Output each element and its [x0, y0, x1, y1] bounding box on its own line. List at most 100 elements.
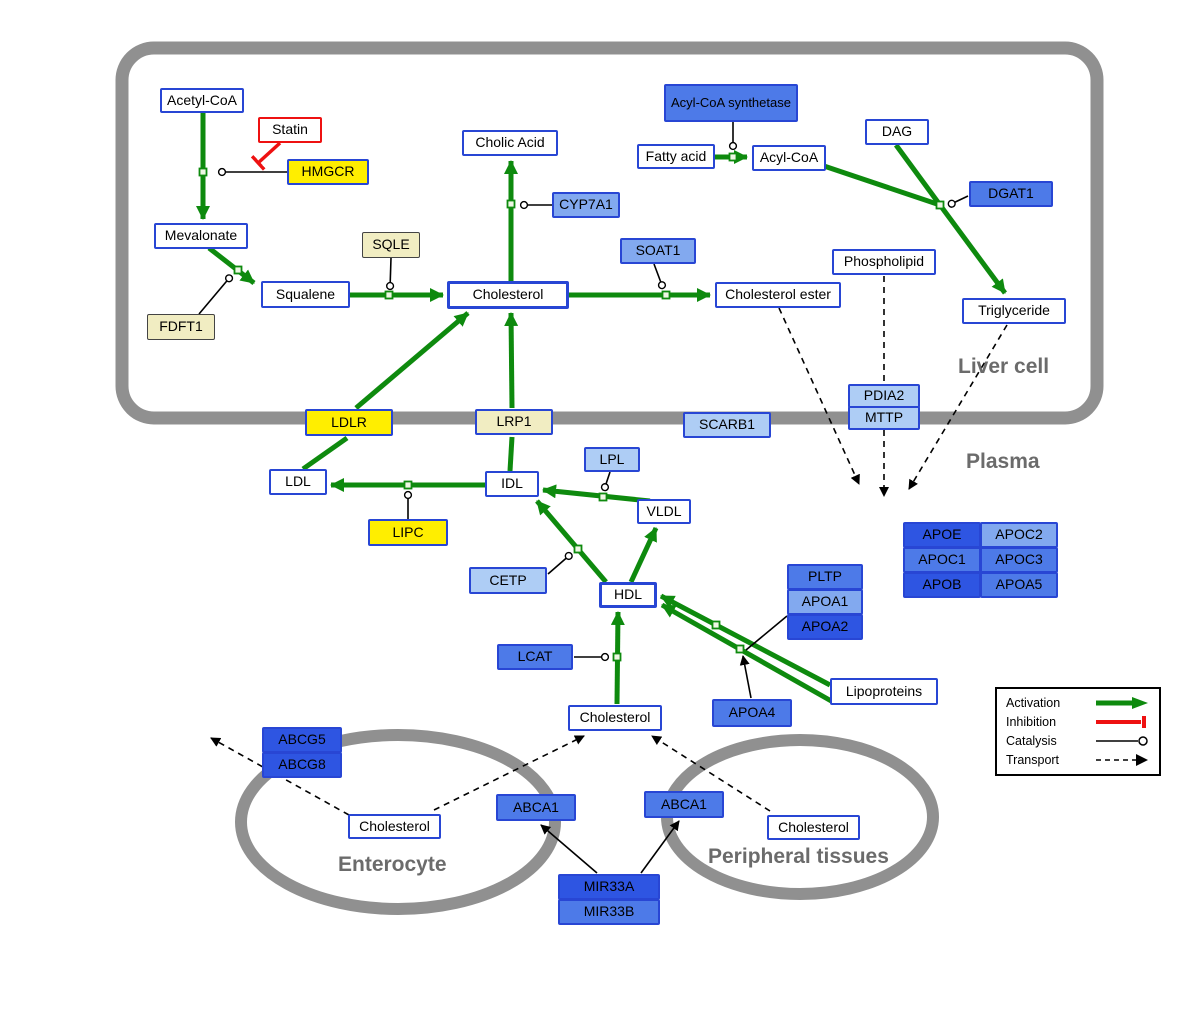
peripheral-tissues-label: Peripheral tissues	[708, 845, 889, 868]
node-dgat1[interactable]: DGAT1	[969, 181, 1053, 207]
reaction-square	[711, 620, 721, 630]
node-statin[interactable]: Statin	[258, 117, 322, 143]
node-lipc[interactable]: LIPC	[368, 519, 448, 546]
node-fdft1[interactable]: FDFT1	[147, 314, 215, 340]
node-apoc1[interactable]: APOC1	[903, 547, 981, 573]
node-abca1-left[interactable]: ABCA1	[496, 794, 576, 821]
edge-lipoproteins-hdl-b	[660, 602, 835, 705]
edge-lrp1-cholesterol	[504, 312, 519, 409]
inhibition-tee-icon	[1096, 716, 1146, 728]
catalysis-edges	[198, 122, 969, 662]
node-sqle[interactable]: SQLE	[362, 232, 420, 258]
node-lpl[interactable]: LPL	[584, 447, 640, 472]
edge-mir33-abca1-right	[640, 820, 680, 874]
reaction-square	[573, 544, 583, 554]
edge-fdft1-catalysis	[198, 274, 234, 315]
node-mir33b[interactable]: MIR33B	[558, 899, 660, 925]
edge-soat1-catalysis	[653, 263, 667, 290]
reaction-square	[198, 167, 208, 177]
node-cholic-acid[interactable]: Cholic Acid	[462, 130, 558, 156]
liver-cell-label: Liver cell	[958, 355, 1050, 378]
node-soat1[interactable]: SOAT1	[620, 238, 696, 264]
edge-hdl-idl	[535, 499, 608, 584]
reaction-square	[661, 290, 671, 300]
reaction-square	[935, 200, 945, 210]
node-mir33a[interactable]: MIR33A	[558, 874, 660, 900]
edge-mevalonate-squalene	[207, 246, 256, 285]
node-pdia2[interactable]: PDIA2	[848, 384, 920, 408]
node-cholesterol-peripheral[interactable]: Cholesterol	[767, 815, 860, 840]
node-hmgcr[interactable]: HMGCR	[287, 159, 369, 185]
legend-panel: Activation Inhibition Catalysis Transpor…	[995, 687, 1161, 776]
node-cyp7a1[interactable]: CYP7A1	[552, 192, 620, 218]
legend-catalysis-label: Catalysis	[1006, 734, 1057, 748]
activation-edges	[196, 113, 1008, 705]
node-apoa2[interactable]: APOA2	[787, 614, 863, 640]
enterocyte-membrane	[235, 729, 561, 915]
node-apoc2[interactable]: APOC2	[980, 522, 1058, 548]
reaction-square	[612, 652, 622, 662]
transport-dashed-arrow-icon	[1096, 754, 1148, 766]
node-cholesterol-plasma[interactable]: Cholesterol	[568, 705, 662, 731]
edge-vldl-idl	[542, 484, 651, 504]
edge-statin-inhibits-hmgcr	[250, 141, 282, 171]
legend-activation-label: Activation	[1006, 696, 1061, 710]
liver-cell-membrane	[115, 41, 1104, 425]
node-cholesterol-ester[interactable]: Cholesterol ester	[715, 282, 841, 308]
node-vldl[interactable]: VLDL	[637, 499, 691, 524]
node-abcg8[interactable]: ABCG8	[262, 752, 342, 778]
node-acyl-coa[interactable]: Acyl-CoA	[752, 145, 826, 171]
node-idl[interactable]: IDL	[485, 471, 539, 497]
node-hdl[interactable]: HDL	[599, 582, 657, 608]
node-lcat[interactable]: LCAT	[497, 644, 573, 670]
node-ldlr[interactable]: LDLR	[305, 409, 393, 436]
edge-hdl-vldl	[628, 526, 659, 584]
node-apoe[interactable]: APOE	[903, 522, 981, 548]
edge-junction-triglyceride	[937, 203, 1008, 295]
node-fatty-acid[interactable]: Fatty acid	[637, 144, 715, 169]
node-apoa5[interactable]: APOA5	[980, 572, 1058, 598]
node-cholesterol-liver[interactable]: Cholesterol	[447, 281, 569, 309]
edge-cetp-catalysis	[547, 551, 573, 575]
node-apoa1[interactable]: APOA1	[787, 589, 863, 615]
node-squalene[interactable]: Squalene	[261, 281, 350, 308]
activation-arrow-icon	[1096, 697, 1148, 709]
catalysis-circle-icon	[1096, 736, 1148, 746]
node-dag[interactable]: DAG	[865, 119, 929, 145]
node-apoc3[interactable]: APOC3	[980, 547, 1058, 573]
legend-inhibition-label: Inhibition	[1006, 715, 1057, 729]
legend-transport-label: Transport	[1006, 753, 1060, 767]
reaction-square	[233, 265, 243, 275]
node-lipoproteins[interactable]: Lipoproteins	[830, 678, 938, 705]
edge-dag-junction	[893, 143, 943, 207]
reaction-square	[598, 492, 608, 502]
edge-lpl-catalysis	[600, 471, 611, 492]
node-acyl-coa-synthetase[interactable]: Acyl-CoA synthetase	[664, 84, 798, 122]
node-triglyceride[interactable]: Triglyceride	[962, 298, 1066, 324]
node-cetp[interactable]: CETP	[469, 567, 547, 594]
edge-triglyceride-secretion	[908, 324, 1008, 490]
reaction-square	[403, 480, 413, 490]
node-cholesterol-enterocyte[interactable]: Cholesterol	[348, 814, 441, 839]
node-scarb1[interactable]: SCARB1	[683, 412, 771, 438]
node-acetyl-coa[interactable]: Acetyl-CoA	[160, 88, 244, 113]
reaction-square	[735, 644, 745, 654]
node-apoa4[interactable]: APOA4	[712, 699, 792, 727]
reaction-square	[728, 152, 738, 162]
node-pltp[interactable]: PLTP	[787, 564, 863, 590]
node-mttp[interactable]: MTTP	[848, 406, 920, 430]
edge-enterocyte-cholesterol-efflux	[433, 735, 585, 811]
edge-peripheral-cholesterol-efflux	[651, 735, 771, 812]
edge-ldl-ldlr	[301, 435, 349, 472]
edge-sqle-catalysis	[385, 257, 395, 291]
plasma-label: Plasma	[966, 450, 1040, 473]
node-abcg5[interactable]: ABCG5	[262, 727, 342, 753]
node-lrp1[interactable]: LRP1	[475, 409, 553, 435]
legend-row-catalysis: Catalysis	[1006, 734, 1150, 748]
node-ldl[interactable]: LDL	[269, 469, 327, 495]
node-apob[interactable]: APOB	[903, 572, 981, 598]
node-mevalonate[interactable]: Mevalonate	[154, 223, 248, 249]
node-abca1-right[interactable]: ABCA1	[644, 791, 724, 818]
node-phospholipid[interactable]: Phospholipid	[832, 249, 936, 275]
